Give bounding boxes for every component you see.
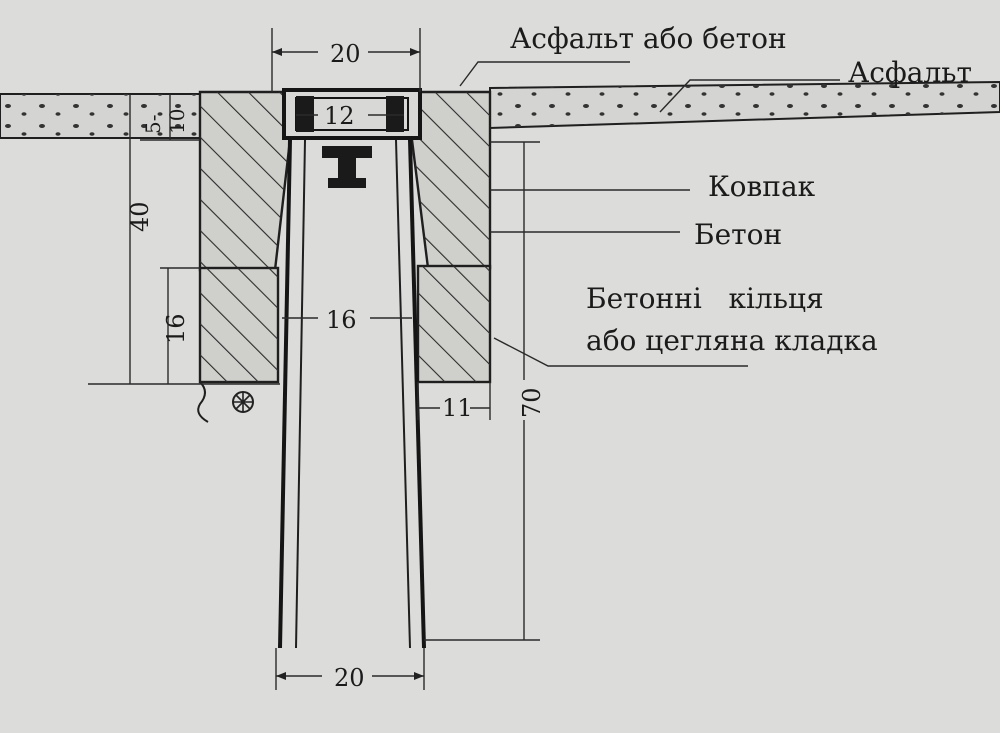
dimension-layer-b-label: 10 [165, 109, 189, 134]
asphalt-layer-right [489, 80, 1000, 130]
label-concrete: Бетон [694, 218, 782, 251]
dimension-cap-width-label: 12 [324, 102, 355, 130]
dimension-ring-height-label: 16 [162, 313, 190, 344]
ring-right [416, 264, 492, 384]
label-rings-line1: Бетонні кільця [586, 282, 824, 315]
dimension-top-width [271, 28, 421, 92]
leader-lines [459, 61, 840, 367]
dimension-bottom-width [275, 648, 425, 690]
dimension-wall-width [417, 382, 491, 420]
pipe-shaft [278, 139, 426, 649]
label-cap: Ковпак [708, 170, 816, 203]
label-rings-line2: або цегляна кладка [586, 324, 878, 357]
dimension-total-depth [424, 141, 540, 641]
asphalt-layer-left [0, 93, 201, 139]
concrete-left-upper [198, 90, 292, 272]
dimension-pipe-width-label: 16 [326, 306, 357, 334]
cap-top [282, 88, 422, 140]
dimension-top-width-label: 20 [330, 40, 361, 68]
dimension-left-verticals [88, 94, 280, 385]
dimension-total-depth-label: 70 [518, 387, 546, 418]
dimension-cap-height-label: 40 [126, 201, 154, 232]
valve-key-icon [322, 146, 372, 188]
dimension-bottom-width-label: 20 [334, 664, 365, 692]
label-asphalt: Асфальт [848, 56, 972, 89]
concrete-right-upper [410, 90, 492, 270]
ground-break-symbol [197, 381, 254, 423]
dimension-layer-a-label: 5- [141, 115, 165, 134]
ring-left [198, 266, 280, 384]
label-asphalt-or-concrete: Асфальт або бетон [510, 22, 787, 55]
dimension-wall-width-label: 11 [442, 394, 473, 422]
